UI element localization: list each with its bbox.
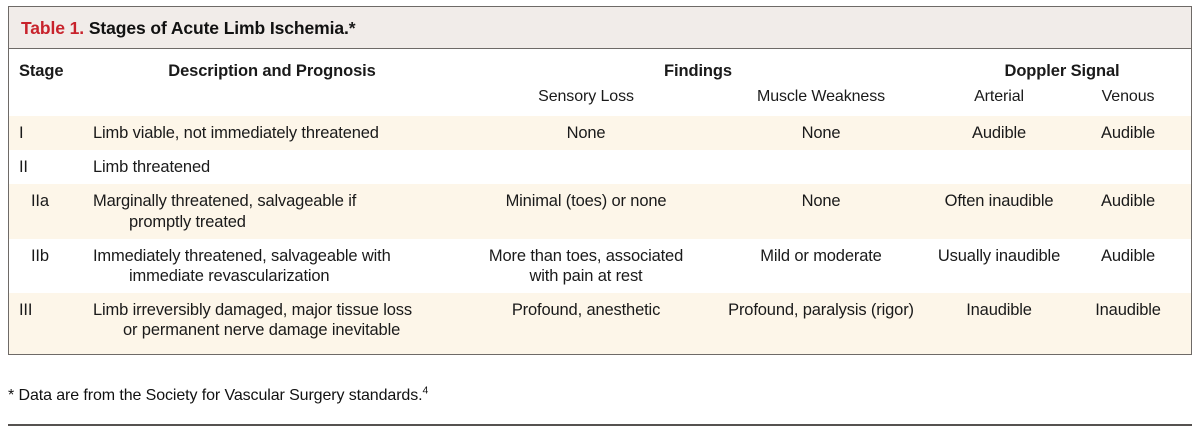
cell-sensory-loss <box>463 150 709 184</box>
footnote-text: Data are from the Society for Vascular S… <box>18 387 423 404</box>
column-header-description: Description and Prognosis <box>168 62 376 81</box>
cell-sensory-loss-line-1: More than toes, associated <box>488 246 684 265</box>
cell-stage: IIb <box>31 246 49 265</box>
cell-venous: Audible <box>1101 192 1156 211</box>
table-row: II Limb threatened <box>9 150 1192 185</box>
table-row: I Limb viable, not immediately threatene… <box>9 116 1192 151</box>
cell-muscle-weakness: None <box>801 124 841 143</box>
cell-stage: IIa <box>31 192 49 211</box>
cell-stage: III <box>19 300 33 319</box>
cell-muscle-weakness: None <box>801 192 841 211</box>
table-title: Stages of Acute Limb Ischemia. <box>88 18 349 38</box>
cell-arterial: Usually inaudible <box>937 246 1061 265</box>
cell-description: Marginally threatened, salvageable if pr… <box>81 184 463 238</box>
column-subheader-sensory-loss: Sensory Loss <box>538 88 634 106</box>
stages-table: Stage Description and Prognosis Findings… <box>9 49 1192 355</box>
table-row: III Limb irreversibly damaged, major tis… <box>9 292 1192 355</box>
cell-description-line-1: Marginally threatened, salvageable if <box>93 192 357 211</box>
header-sub-row: Sensory Loss Muscle Weakness Arterial Ve… <box>9 84 1191 116</box>
cell-venous: Audible <box>1101 246 1156 265</box>
cell-venous <box>1065 150 1191 184</box>
table-head: Stage Description and Prognosis Findings… <box>9 49 1191 116</box>
column-header-findings: Findings <box>664 62 732 81</box>
column-subheader-stage-empty <box>9 84 81 116</box>
cell-sensory-loss: More than toes, associated with pain at … <box>463 239 709 293</box>
cell-description-line-1: Immediately threatened, salvageable with <box>93 246 391 265</box>
cell-sensory-loss-line-1: None <box>566 124 606 143</box>
table-number: Table 1. <box>21 18 85 38</box>
column-subheader-arterial: Arterial <box>974 88 1024 106</box>
cell-arterial: Often inaudible <box>944 192 1054 211</box>
cell-stage: I <box>19 124 24 143</box>
cell-arterial: Inaudible <box>966 300 1032 319</box>
table-row: IIb Immediately threatened, salvageable … <box>9 238 1192 293</box>
cell-description: Immediately threatened, salvageable with… <box>81 239 463 293</box>
cell-description-line-1: Limb viable, not immediately threatened <box>93 124 379 143</box>
bottom-divider <box>8 424 1192 426</box>
cell-stage: II <box>19 158 28 177</box>
column-header-doppler-signal: Doppler Signal <box>1004 62 1120 81</box>
cell-muscle-weakness <box>709 150 933 184</box>
table-caption: Table 1. Stages of Acute Limb Ischemia.* <box>9 7 1191 50</box>
cell-sensory-loss: None <box>463 116 709 150</box>
table-row: IIa Marginally threatened, salvageable i… <box>9 184 1192 239</box>
cell-description-line-1: Limb threatened <box>93 158 210 177</box>
cell-arterial <box>933 150 1065 184</box>
footnote-reference: 4 <box>422 384 429 397</box>
cell-description: Limb threatened <box>81 150 463 184</box>
cell-sensory-loss: Profound, anesthetic <box>463 293 709 354</box>
table-title-footnote-marker: * <box>348 18 356 38</box>
cell-muscle-weakness: Mild or moderate <box>760 246 882 265</box>
header-group-row: Stage Description and Prognosis Findings… <box>9 49 1191 84</box>
table-footnote: * Data are from the Society for Vascular… <box>8 384 1192 405</box>
cell-sensory-loss-line-1: Minimal (toes) or none <box>505 192 667 211</box>
column-subheader-venous: Venous <box>1101 88 1155 106</box>
cell-sensory-loss: Minimal (toes) or none <box>463 184 709 238</box>
cell-description-line-2: immediate revascularization <box>129 266 330 285</box>
cell-muscle-weakness: Profound, paralysis (rigor) <box>728 300 914 319</box>
column-subheader-description-empty <box>81 84 463 116</box>
cell-arterial: Audible <box>972 124 1027 143</box>
cell-description: Limb viable, not immediately threatened <box>81 116 463 150</box>
cell-description-line-2: promptly treated <box>129 212 246 231</box>
cell-description: Limb irreversibly damaged, major tissue … <box>81 293 463 354</box>
cell-sensory-loss-line-2: with pain at rest <box>529 266 643 285</box>
footnote-marker: * <box>8 387 15 404</box>
cell-description-line-1: Limb irreversibly damaged, major tissue … <box>93 300 412 319</box>
cell-sensory-loss-line-1: Profound, anesthetic <box>511 300 661 319</box>
cell-venous: Inaudible <box>1095 300 1161 319</box>
column-subheader-muscle-weakness: Muscle Weakness <box>756 88 886 106</box>
column-header-stage: Stage <box>19 62 64 81</box>
table-frame: Table 1. Stages of Acute Limb Ischemia.*… <box>8 6 1192 356</box>
cell-venous: Audible <box>1101 124 1156 143</box>
cell-description-line-2: or permanent nerve damage inevitable <box>123 321 401 339</box>
table-body: I Limb viable, not immediately threatene… <box>9 116 1192 355</box>
